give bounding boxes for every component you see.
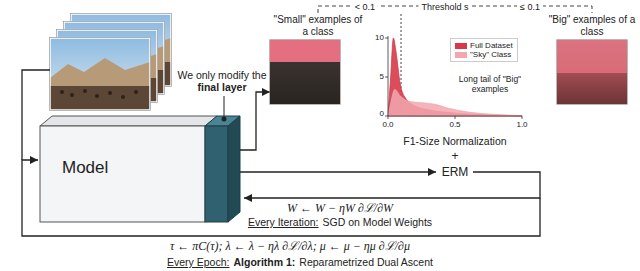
- axis-tick: 10: [375, 33, 384, 43]
- iteration-feedback-arrow: [244, 172, 540, 198]
- model-block: Model: [40, 116, 240, 222]
- density-curve: [388, 38, 522, 116]
- label-row: Every Epoch: Algorithm 1: Reparametrized D…: [167, 256, 433, 268]
- flow-connector: [240, 92, 270, 150]
- leader-dot: [222, 117, 227, 122]
- objective-text: F1-Size Normalization: [403, 135, 506, 148]
- axis-tick: 5: [380, 72, 384, 82]
- legend-entry: Full Dataset: [455, 41, 513, 50]
- schedule-text: Every Epoch:: [167, 256, 229, 268]
- label-row: Every Iteration: SGD on Model Weights: [248, 216, 432, 228]
- example-image: "Small" examples of a class: [270, 14, 366, 104]
- example-image: "Big" examples of a class: [548, 14, 636, 104]
- chart-annotation: Long tail of "Big" examples: [458, 74, 522, 94]
- axis-tick: 1.0: [516, 120, 527, 130]
- final-layer-side: [228, 116, 240, 222]
- axis-tick: 0: [380, 109, 384, 119]
- chart-legend: Full Dataset"Sky" Class: [450, 38, 518, 62]
- legend-entry: "Sky" Class: [455, 50, 513, 59]
- leader-line: [224, 96, 225, 117]
- input-line: [22, 70, 50, 160]
- schedule-text: Reparametrized Dual Ascent: [299, 256, 433, 268]
- callout-text: final layer: [197, 81, 246, 94]
- forward-arrow: [240, 171, 436, 172]
- axis-ticks: [385, 38, 522, 119]
- objective-text: ERM: [442, 165, 469, 179]
- schedule-text: SGD on Model Weights: [323, 216, 433, 228]
- image-heading: "Big" examples of a class: [548, 14, 636, 38]
- input-image: [50, 38, 151, 111]
- update-rule: τ ← πC(τ); λ ← λ − ηλ ∂ℒ/∂λ; μ ← μ − ημ …: [170, 239, 410, 253]
- density-curves: [388, 38, 522, 116]
- y-axis: [388, 36, 389, 116]
- axis-tick: 0.0: [382, 120, 393, 130]
- legend-text: "Sky" Class: [470, 50, 511, 59]
- threshold-label: ≤ 0.1: [517, 2, 543, 13]
- legend-swatch: [455, 52, 467, 58]
- image-heading: "Small" examples of a class: [270, 14, 366, 38]
- legend-text: Full Dataset: [470, 41, 513, 50]
- schedule-text: Every Iteration:: [248, 216, 319, 228]
- update-rule: W ← W − ηW ∂ℒ/∂W: [287, 201, 393, 215]
- model-label: Model: [62, 158, 240, 178]
- model-top-face: [40, 116, 217, 126]
- example-photo: [270, 40, 340, 104]
- example-photo: [557, 40, 627, 104]
- legend-swatch: [455, 43, 467, 49]
- callout-text: We only modify the: [177, 69, 266, 82]
- axis-tick: 0.5: [449, 120, 460, 130]
- schedule-text: Algorithm 1:: [233, 256, 295, 268]
- objective-text: +: [451, 149, 458, 163]
- threshold-label: < 0.1: [352, 2, 378, 13]
- threshold-label: Threshold s: [418, 2, 471, 13]
- final-layer: [205, 126, 228, 222]
